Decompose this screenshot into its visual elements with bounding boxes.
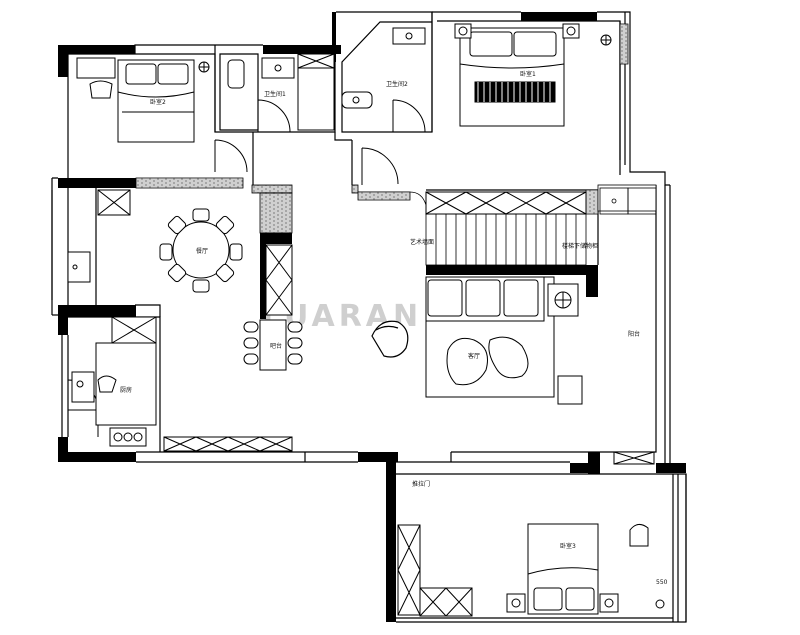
label-bathroom-2: 卫生间2 xyxy=(386,80,408,88)
bed-master xyxy=(454,23,612,127)
label-dining: 餐厅 xyxy=(196,247,208,255)
room-labels: 卧室2 卫生间1 卫生间2 卧室1 餐厅 艺术墙面 楼梯下储物柜 厨房 吧台 客… xyxy=(120,70,668,586)
label-living: 客厅 xyxy=(468,352,480,360)
label-art-wall: 艺术墙面 xyxy=(410,238,434,246)
label-bedroom-master: 卧室1 xyxy=(520,70,536,78)
label-sliding-door: 推拉门 xyxy=(412,480,430,488)
dining-table xyxy=(159,208,243,293)
thin-walls xyxy=(51,11,687,623)
label-small: 550 xyxy=(656,579,668,586)
island-bar xyxy=(243,319,303,371)
kitchen-fixtures xyxy=(71,342,157,447)
bed-bottom xyxy=(506,523,665,615)
walls xyxy=(58,12,686,622)
label-balcony: 阳台 xyxy=(628,330,640,338)
label-island: 吧台 xyxy=(270,342,282,350)
staircase xyxy=(425,187,657,266)
label-bedroom-bottom: 卧室3 xyxy=(560,542,576,550)
label-under-stair: 楼梯下储物柜 xyxy=(562,242,598,250)
brick-walls xyxy=(135,23,657,234)
lounge-chair xyxy=(371,320,409,358)
label-bedroom-left: 卧室2 xyxy=(150,98,166,106)
side-sink xyxy=(67,251,91,283)
bed-left xyxy=(76,57,210,143)
cabinets xyxy=(97,53,655,617)
label-kitchen: 厨房 xyxy=(120,386,132,394)
bath-fixtures xyxy=(227,27,426,109)
living-furniture xyxy=(425,276,583,405)
label-bathroom-1: 卫生间1 xyxy=(264,90,286,98)
